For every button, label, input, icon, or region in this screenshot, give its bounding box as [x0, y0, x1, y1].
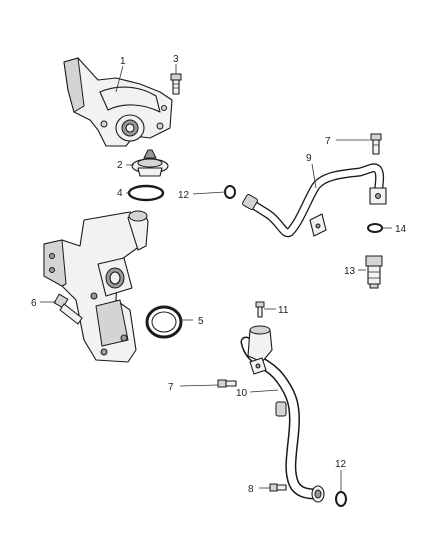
- callout-7-lower: 7: [168, 382, 174, 393]
- long-bolt: [53, 293, 83, 325]
- callout-7-upper: 7: [325, 136, 331, 147]
- bleed-screw: [255, 301, 265, 318]
- callout-5: 5: [198, 316, 204, 327]
- callout-1: 1: [120, 56, 126, 67]
- thermostat-o-ring: [127, 184, 165, 202]
- small-bolt: [269, 483, 287, 492]
- callout-3: 3: [173, 54, 179, 65]
- callout-8: 8: [248, 484, 254, 495]
- callout-4: 4: [117, 188, 123, 199]
- upper-bolt: [370, 133, 382, 155]
- callout-13: 13: [344, 266, 356, 277]
- water-outlet-housing: [43, 210, 149, 363]
- callout-labels: 1 3 2 4 5 6 7 9 12 14 13 11 7 10 8 12: [31, 54, 407, 495]
- callout-6: 6: [31, 298, 37, 309]
- gasket: [145, 305, 183, 339]
- callout-12-lower: 12: [335, 459, 347, 470]
- housing-bolt: [170, 73, 182, 95]
- washer: [367, 223, 383, 233]
- upper-coolant-tube: [242, 163, 387, 237]
- callout-2: 2: [117, 160, 123, 171]
- thermostat: [131, 149, 169, 177]
- callout-10: 10: [236, 388, 248, 399]
- lower-coolant-tube: [240, 325, 325, 503]
- callout-14: 14: [395, 224, 407, 235]
- thermostat-housing: [63, 57, 173, 147]
- lower-seal: [335, 491, 347, 507]
- callout-9: 9: [306, 153, 312, 164]
- temperature-sensor: [365, 255, 383, 289]
- callout-11: 11: [278, 305, 289, 316]
- leader-lines: [40, 64, 392, 492]
- lower-bolt: [217, 379, 237, 388]
- upper-seal: [224, 185, 236, 199]
- callout-12-upper: 12: [178, 190, 190, 201]
